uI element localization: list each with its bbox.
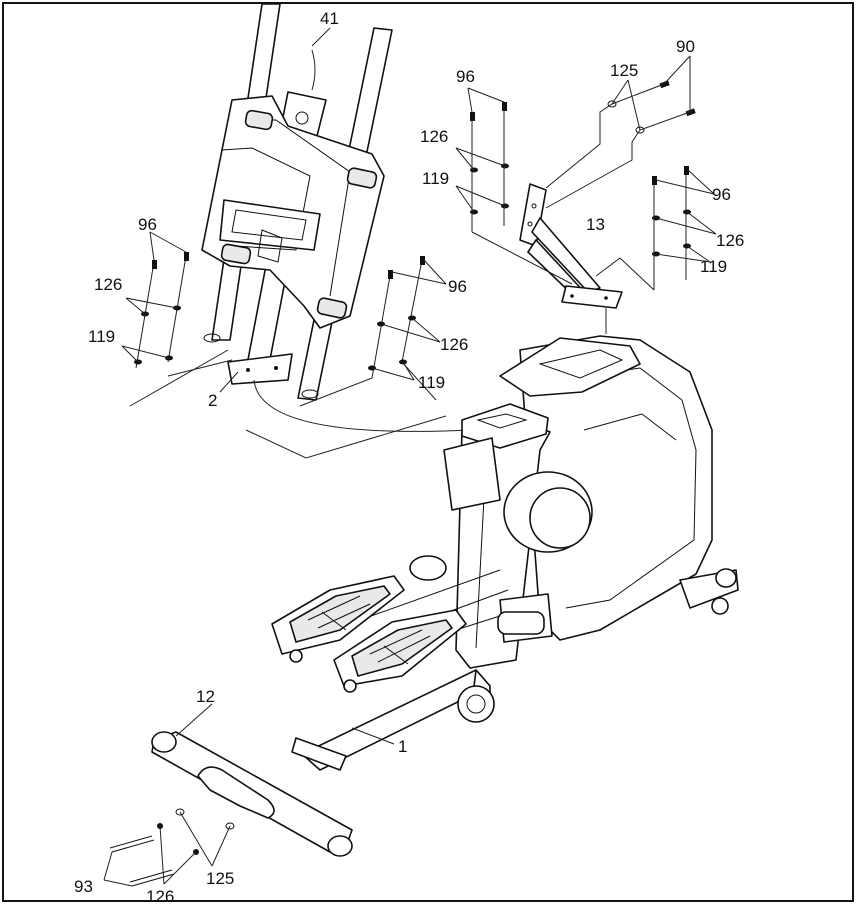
pedals <box>271 575 467 693</box>
callout-126-mid: 126 <box>440 335 468 354</box>
hardware-top <box>455 55 717 291</box>
callout-125-top: 125 <box>610 61 638 80</box>
callout-119-mid: 119 <box>418 373 445 392</box>
callout-119-left: 119 <box>88 327 115 346</box>
callout-13: 13 <box>586 215 605 234</box>
callout-96-right: 96 <box>712 185 731 204</box>
callout-1: 1 <box>398 737 407 756</box>
callout-93: 93 <box>74 877 93 896</box>
callout-125-bottom: 125 <box>206 869 234 888</box>
callout-41: 41 <box>320 9 339 28</box>
callout-96-mid: 96 <box>448 277 467 296</box>
callout-96-left: 96 <box>138 215 157 234</box>
callout-119-top: 119 <box>422 169 449 188</box>
callout-126-top: 126 <box>420 127 448 146</box>
callout-96-top: 96 <box>456 67 475 86</box>
hardware-mid <box>368 256 447 381</box>
elliptical-main-body <box>291 335 739 771</box>
hardware-left <box>121 231 189 365</box>
callout-labels: 41 90 96 125 126 119 13 96 126 119 96 12… <box>74 9 744 906</box>
callout-126-left: 126 <box>94 275 122 294</box>
upright-handle-assembly <box>201 3 393 401</box>
console-bracket <box>519 183 623 334</box>
front-stabilizer <box>103 703 395 887</box>
callout-2: 2 <box>208 391 217 410</box>
callout-12: 12 <box>196 687 215 706</box>
callout-126-bottom: 126 <box>146 887 174 906</box>
callout-119-right: 119 <box>700 257 727 276</box>
callout-90: 90 <box>676 37 695 56</box>
callout-126-right: 126 <box>716 231 744 250</box>
